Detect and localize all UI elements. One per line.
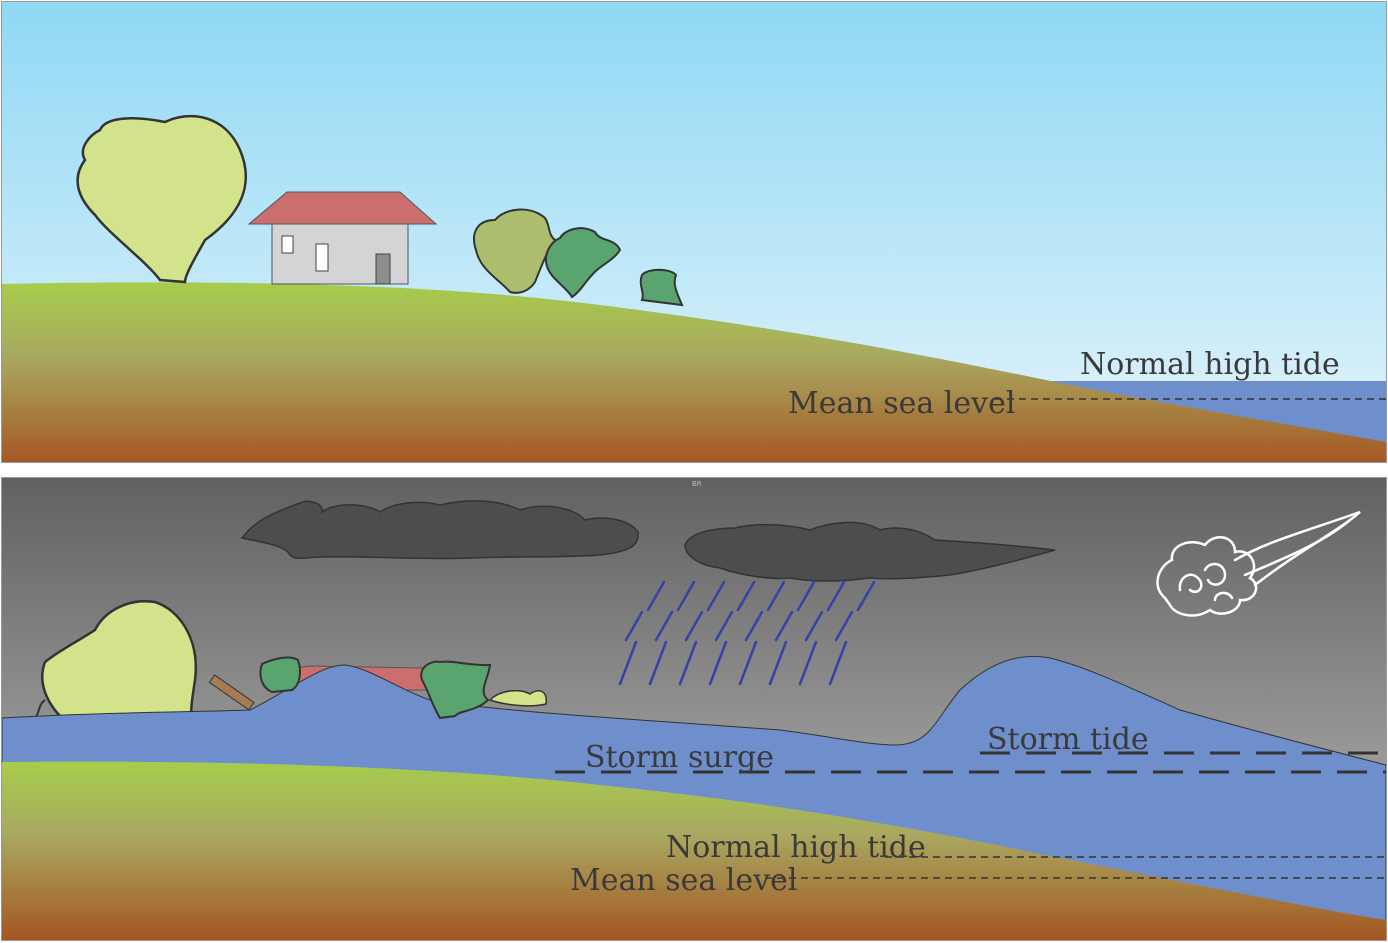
- floating-bush-icon: [488, 689, 547, 707]
- wind-icon: [1156, 510, 1361, 617]
- rain-drop: [834, 610, 854, 642]
- rain-drop: [654, 610, 674, 642]
- floating-shrub-icon: [259, 656, 301, 694]
- bottom-panel-frame: [1, 477, 1387, 941]
- rain-drop: [774, 610, 794, 642]
- mean-sea-level-label: Mean sea level: [788, 386, 1015, 421]
- green-shrub-icon: [544, 227, 622, 299]
- top-panel: Normal high tide Mean sea level: [2, 2, 1386, 462]
- house-icon: [247, 191, 438, 285]
- normal-high-tide-label-storm: Normal high tide: [666, 830, 926, 865]
- rain-drop: [708, 640, 728, 686]
- submerged-large-tree-icon: [41, 599, 198, 722]
- rain-drop: [738, 640, 758, 686]
- rain-drop: [768, 640, 788, 686]
- rain-drop: [736, 580, 756, 612]
- rain-drop: [684, 610, 704, 642]
- bottom-panel: BR S: [2, 478, 1386, 940]
- storm-cloud-left-icon: [240, 500, 639, 560]
- rain-drop: [706, 580, 726, 612]
- storm-cloud-right-icon: [684, 521, 1056, 582]
- rain-drop: [826, 580, 846, 612]
- rain-drop: [678, 640, 698, 686]
- storm-tide-label: Storm tide: [987, 722, 1149, 757]
- rain-drop: [856, 580, 876, 612]
- land-hill: [2, 282, 1386, 462]
- rain-drop: [766, 580, 786, 612]
- normal-high-tide-label: Normal high tide: [1080, 347, 1340, 382]
- rain-drop: [676, 580, 696, 612]
- rain-drop: [744, 610, 764, 642]
- rain-drop: [618, 640, 638, 686]
- olive-shrub-icon: [473, 208, 557, 294]
- rain-drop: [714, 610, 734, 642]
- rain-drop: [646, 580, 666, 612]
- land-hill-flooded: [2, 761, 1386, 940]
- watermark: BR: [692, 480, 702, 488]
- large-tree-icon: [76, 114, 248, 284]
- rain-drop: [648, 640, 668, 686]
- rain-streaks: [618, 580, 876, 686]
- top-panel-frame: [1, 1, 1387, 463]
- rain-drop: [624, 610, 644, 642]
- small-bush-icon: [639, 268, 684, 307]
- rain-drop: [796, 580, 816, 612]
- rain-drop: [804, 610, 824, 642]
- floating-tree-icon: [420, 660, 492, 720]
- rain-drop: [798, 640, 818, 686]
- storm-surge-label: Storm surge: [585, 740, 774, 775]
- rain-drop: [828, 640, 848, 686]
- mean-sea-level-label-storm: Mean sea level: [570, 863, 797, 898]
- debris-plank-icon: [208, 674, 255, 711]
